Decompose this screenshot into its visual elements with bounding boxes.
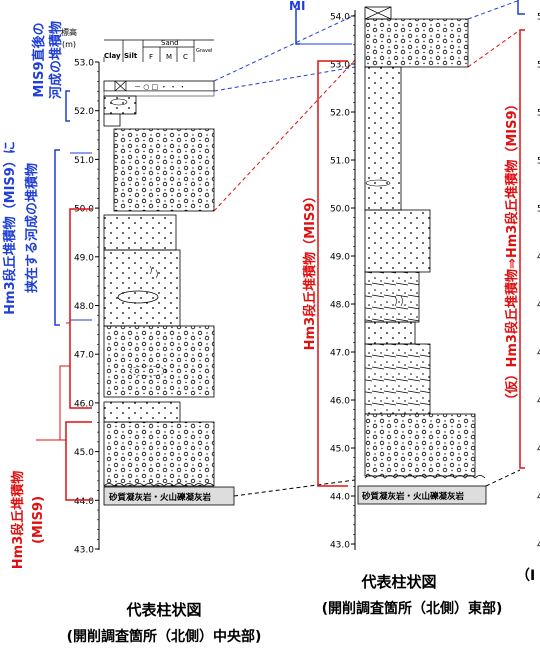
- elevation-ticks-3: 5 5 5 5 5 4 4 4 4 4 4 4: [537, 13, 540, 551]
- tick-label: 43.0: [74, 546, 94, 556]
- elevation-ticks: 53.052.051.050.049.048.047.046.045.044.0…: [74, 59, 99, 556]
- column-3-partial: （仮）Hm3段丘堆積物⇒Hm3段丘堆積物（MIS9） 555554444444 …: [504, 0, 540, 584]
- svg-text:－ ○ □ ・ ・ ・: － ○ □ ・ ・ ・: [134, 83, 186, 91]
- tick-label-fragment: 4: [537, 349, 540, 359]
- tick-label-fragment: 5: [537, 109, 540, 119]
- elevation-ticks-2: 54.0 53.0 52.0 51.0 50.0 49.0 48.0 47.0 46.0 45.0…: [330, 13, 355, 551]
- tick-label-fragment: 4: [537, 493, 540, 503]
- label-hm3-line2: (MIS9): [31, 496, 46, 544]
- tick-label: 45.0: [74, 448, 94, 458]
- label-hm3-col3: （仮）Hm3段丘堆積物⇒Hm3段丘堆積物（MIS9）: [504, 97, 520, 406]
- label-hm3-col2: Hm3段丘堆積物（MIS9）: [302, 190, 318, 351]
- tick-label: 46.0: [330, 397, 350, 407]
- unit-brackets-column-1: [36, 90, 92, 501]
- correlation-lines: [213, 0, 521, 497]
- elevation-unit: (m): [62, 40, 76, 49]
- header-sand-f: F: [149, 53, 153, 61]
- caption-column-1-title: 代表柱状図: [125, 601, 201, 619]
- column-1: 標高 (m) Clay Silt Sand F M C Gravel 53.0 5…: [2, 21, 261, 645]
- label-mis9-after-line2: 河成の堆積物: [48, 21, 64, 99]
- tick-label: 48.0: [330, 301, 350, 311]
- tick-label: 50.0: [330, 205, 350, 215]
- elevation-label: 標高: [61, 27, 77, 37]
- column-2: 54.0 53.0 52.0 51.0 50.0 49.0 48.0 47.0 46.0 45.0…: [289, 0, 502, 617]
- header-sand: Sand: [161, 39, 179, 47]
- tick-label-fragment: 5: [537, 205, 540, 215]
- header-sand-c: C: [183, 53, 188, 61]
- unit-brackets-column-2: [295, 8, 352, 487]
- base-rock-box-2: [357, 485, 487, 505]
- tick-label-fragment: 4: [537, 445, 540, 455]
- tick-label: 54.0: [330, 13, 350, 23]
- strata-column-1: － ○ □ ・ ・ ・ 砂質凝灰岩・火山礫凝灰岩: [103, 80, 235, 506]
- tick-label-fragment: 5: [537, 61, 540, 71]
- tick-label: 47.0: [330, 349, 350, 359]
- tick-label: 52.0: [330, 109, 350, 119]
- tick-label: 49.0: [74, 253, 94, 263]
- label-hm3-line1: Hm3段丘堆積物: [10, 471, 26, 569]
- base-rock-label: 砂質凝灰岩・火山礫凝灰岩: [108, 492, 212, 503]
- tick-label: 49.0: [330, 253, 350, 263]
- tick-label: 53.0: [330, 61, 350, 71]
- label-intercalated-line2: 挟在する河成の堆積物: [24, 163, 40, 293]
- tick-label: 53.0: [74, 59, 94, 69]
- header-gravel: Gravel: [196, 48, 212, 54]
- tick-label: 44.0: [330, 493, 350, 503]
- tick-label: 44.0: [74, 497, 94, 507]
- tick-label: 51.0: [74, 156, 94, 166]
- tick-label: 45.0: [330, 445, 350, 455]
- label-mis9-after-line1: MIS9直後の: [31, 22, 47, 97]
- header-sand-m: M: [166, 53, 172, 61]
- caption-column-2-subtitle: (開削調査箇所（北側）東部): [322, 600, 503, 617]
- label-mis-partial: MI: [289, 0, 305, 13]
- tick-label: 46.0: [74, 399, 94, 409]
- tick-label: 52.0: [74, 107, 94, 117]
- base-rock-label-2: 砂質凝灰岩・火山礫凝灰岩: [361, 491, 465, 502]
- tick-label-fragment: 5: [537, 157, 540, 167]
- header-clay: Clay: [104, 52, 121, 60]
- tick-label-fragment: 4: [537, 397, 540, 407]
- tick-label-fragment: 4: [537, 253, 540, 263]
- tick-label: 43.0: [330, 541, 350, 551]
- caption-column-2-title: 代表柱状図: [360, 573, 436, 591]
- tick-label-fragment: 5: [537, 13, 540, 23]
- tick-label: 51.0: [330, 157, 350, 167]
- caption-column-1-subtitle: (開削調査箇所（北側）中央部): [67, 628, 262, 645]
- strata-column-2: 砂質凝灰岩・火山礫凝灰岩: [357, 6, 487, 505]
- tick-label: 47.0: [74, 351, 94, 361]
- tick-label-fragment: 4: [537, 541, 540, 551]
- caption-column-3-partial: （I: [516, 568, 535, 584]
- tick-label-fragment: 4: [537, 301, 540, 311]
- tick-label: 48.0: [74, 302, 94, 312]
- header-silt: Silt: [124, 52, 138, 60]
- label-intercalated-line1: Hm3段丘堆積物（MIS9）に: [2, 141, 18, 315]
